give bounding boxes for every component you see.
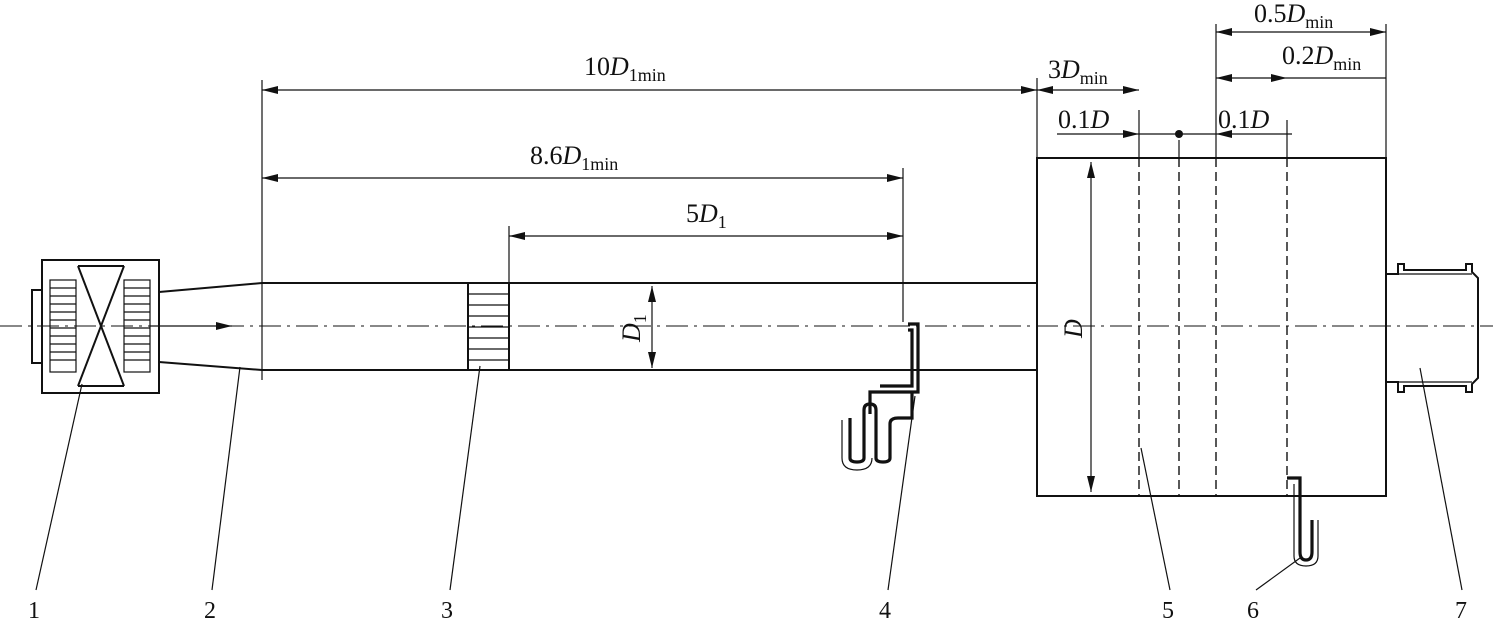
transition-cone: [158, 282, 263, 371]
outlet-nozzle: [1386, 263, 1479, 393]
part-label-2: 2: [204, 598, 216, 623]
chamber: [1036, 157, 1387, 497]
part-label-3: 3: [441, 598, 453, 623]
dim-label-5d: 5D1: [686, 199, 727, 232]
dim-label-chamber-diameter: D: [1059, 319, 1088, 339]
leader-lines: [35, 365, 1463, 591]
chamber-probe: [1287, 476, 1319, 567]
dim-label-pipe-diameter: D1: [617, 314, 650, 343]
pitot-probe: [841, 322, 920, 471]
probe-point: [1175, 130, 1183, 138]
main-pipe: [262, 282, 1037, 371]
part-label-1: 1: [28, 598, 40, 623]
dim-label-10d: 10D1min: [584, 52, 666, 85]
part-label-7: 7: [1455, 598, 1467, 623]
part-label-5: 5: [1162, 598, 1174, 623]
flow-straightener: [467, 282, 510, 371]
dim-label-3d: 3Dmin: [1048, 55, 1108, 88]
dim-label-0-1d-b: 0.1D: [1218, 105, 1270, 134]
dim-label-0-2d: 0.2Dmin: [1282, 41, 1361, 74]
dim-label-0-5d: 0.5Dmin: [1254, 0, 1333, 32]
part-label-6: 6: [1247, 598, 1259, 623]
fan-unit: [31, 259, 160, 394]
dim-label-0-1d-a: 0.1D: [1058, 105, 1110, 134]
dim-label-8-6d: 8.6D1min: [530, 141, 618, 174]
part-label-4: 4: [879, 598, 891, 623]
